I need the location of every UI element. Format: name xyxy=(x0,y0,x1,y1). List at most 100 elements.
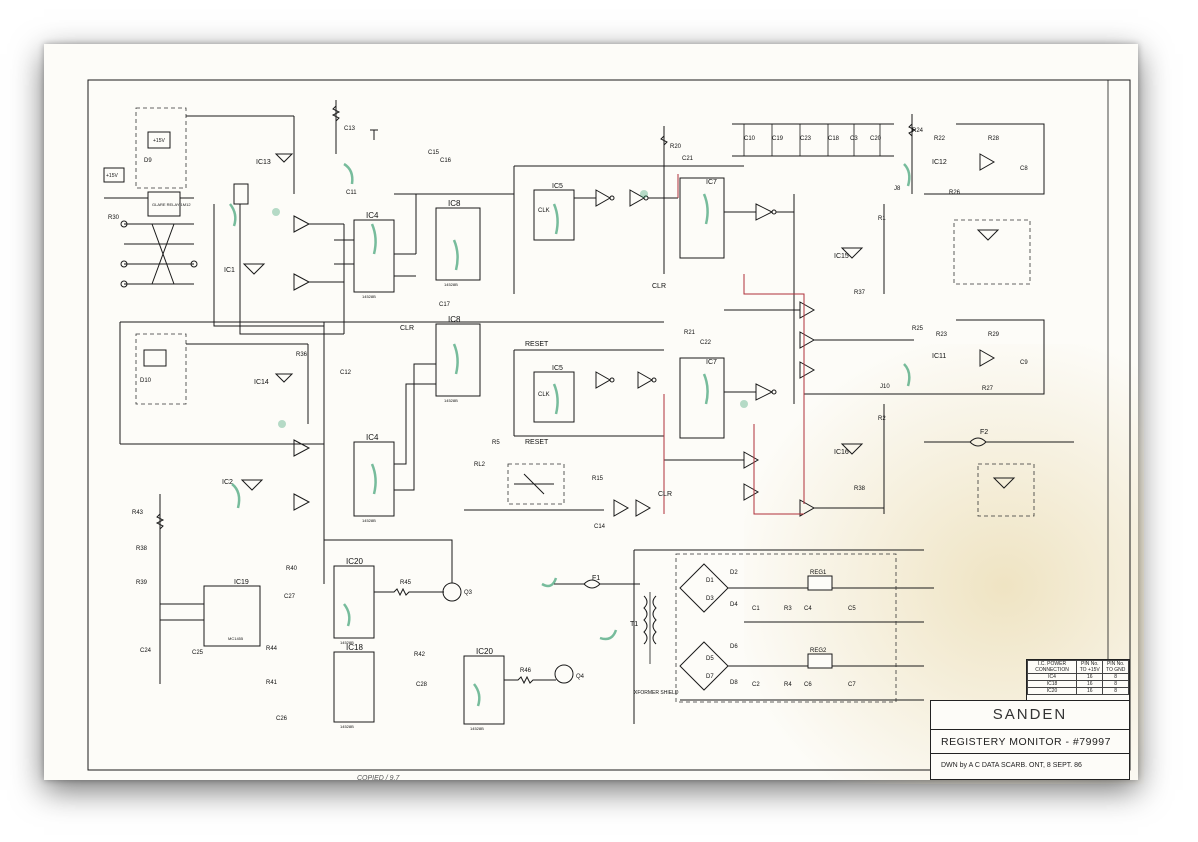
handwritten-note: COPIED / 9.7 xyxy=(357,775,400,782)
label-ic4-bottom: IC4 xyxy=(366,433,379,442)
label-r29: R29 xyxy=(988,332,1000,338)
label-c18: C18 xyxy=(828,136,840,142)
label-plus15: +15V xyxy=(153,138,165,144)
label-r4: R4 xyxy=(784,682,792,688)
label-r20: R20 xyxy=(670,144,682,150)
drawn-by: DWN by A C DATA SCARB. ONT, 8 SEPT. 86 xyxy=(941,762,1082,769)
pin-table-cell: 8 xyxy=(1102,687,1129,695)
label-ic8-bottom-part: 14528B xyxy=(444,398,458,403)
label-ic8-top: IC8 xyxy=(448,199,461,208)
ic4-bottom-box xyxy=(353,441,395,517)
label-ic1: IC1 xyxy=(224,267,235,274)
label-r22: R22 xyxy=(934,136,946,142)
label-c4: C4 xyxy=(804,606,812,612)
label-c28: C28 xyxy=(416,682,428,688)
label-d2: D2 xyxy=(730,570,738,576)
pin-table-cell: 16 xyxy=(1076,673,1104,681)
label-ic14: IC14 xyxy=(254,379,269,386)
ic20-bottom-box xyxy=(463,655,505,725)
drawing-border xyxy=(87,79,1131,771)
company-name: SANDEN xyxy=(931,701,1129,730)
label-c13: C13 xyxy=(344,126,356,132)
label-r40: R40 xyxy=(286,566,298,572)
label-r41: R41 xyxy=(266,680,278,686)
label-c6: C6 xyxy=(804,682,812,688)
relay-box-right-bottom xyxy=(977,463,1035,517)
label-xformer: XFORMER SHIELD xyxy=(634,690,679,696)
ic7-bottom-box xyxy=(679,357,725,439)
label-ic16: IC16 xyxy=(834,449,849,456)
label-c24: C24 xyxy=(140,648,152,654)
label-d4: D4 xyxy=(730,602,738,608)
ic19-box xyxy=(203,585,261,647)
label-ic20-bottom-part: 14528B xyxy=(470,726,484,731)
bridge-rectifier-top xyxy=(679,563,729,613)
ic18-box xyxy=(333,651,375,723)
label-ic18: IC18 xyxy=(346,643,363,652)
pin-table-cell: 8 xyxy=(1102,673,1129,681)
label-c25: C25 xyxy=(192,650,204,656)
label-c11: C11 xyxy=(346,190,357,196)
label-ic8-bottom: IC8 xyxy=(448,315,461,324)
pin-table-header-row: I.C. POWER CONNECTION PIN No. TO +15V PI… xyxy=(1026,660,1129,674)
pin-table-row: IC4 16 8 xyxy=(1026,673,1129,681)
pin-table-cell: 16 xyxy=(1076,680,1104,688)
label-c20: C20 xyxy=(870,136,882,142)
label-ic5-top: IC5 xyxy=(552,183,563,190)
label-r23: R23 xyxy=(936,332,948,338)
label-d5: D5 xyxy=(706,656,714,662)
label-r45: R45 xyxy=(400,580,412,586)
label-ic2: IC2 xyxy=(222,479,233,486)
label-d6: D6 xyxy=(730,644,738,650)
label-reset-2: RESET xyxy=(525,439,549,446)
reg2-box xyxy=(807,653,833,669)
label-ic7-bottom: IC7 xyxy=(706,359,717,366)
label-c1: C1 xyxy=(752,606,760,612)
label-r15: R15 xyxy=(592,476,604,482)
label-reset-1: RESET xyxy=(525,341,549,348)
pin-table-cell: IC20 xyxy=(1026,687,1078,695)
label-r1: R1 xyxy=(878,216,886,222)
pin-table-cell: 16 xyxy=(1076,687,1104,695)
pin-table-row: IC20 16 8 xyxy=(1026,687,1129,695)
relay-box-mid xyxy=(135,333,187,405)
label-c15: C15 xyxy=(428,150,440,156)
label-ic20-top: IC20 xyxy=(346,557,363,566)
label-c7: C7 xyxy=(848,682,856,688)
label-ic19-sub: MC1455 xyxy=(228,636,244,641)
ic5-bottom-box xyxy=(533,371,575,423)
label-r43: R43 xyxy=(132,510,144,516)
pin-table-cell: IC4 xyxy=(1026,673,1078,681)
pin-table-row: IC18 16 8 xyxy=(1026,680,1129,688)
label-r28: R28 xyxy=(988,136,1000,142)
label-r38-b: R38 xyxy=(136,546,148,552)
relay-box-top xyxy=(135,107,187,189)
label-c17: C17 xyxy=(439,302,451,308)
pin-table-cell: 8 xyxy=(1102,680,1129,688)
label-c21: C21 xyxy=(682,156,694,162)
label-d10: D10 xyxy=(140,378,152,384)
schematic-diagram: +15V D9 +15V R30 GLARE RELAY 1M12 IC13 I… xyxy=(87,79,1131,776)
label-c12: C12 xyxy=(340,370,352,376)
relay-box-right-top xyxy=(953,219,1031,285)
label-r37: R37 xyxy=(854,290,866,296)
label-ic11: IC11 xyxy=(932,353,946,360)
pin-table-header: I.C. POWER CONNECTION xyxy=(1026,660,1078,674)
label-ic4-top-part: 14528B xyxy=(362,294,376,299)
label-c26: C26 xyxy=(276,716,288,722)
label-d8: D8 xyxy=(730,680,738,686)
label-c10: C10 xyxy=(744,136,756,142)
label-reg1: REG1 xyxy=(810,570,827,576)
ic20-top-box xyxy=(333,565,375,639)
label-r25: R25 xyxy=(912,326,924,332)
power-supply-region xyxy=(675,553,897,703)
label-q4: Q4 xyxy=(576,674,585,680)
label-c14: C14 xyxy=(594,524,606,530)
label-ic19: IC19 xyxy=(234,579,249,586)
label-r2: R2 xyxy=(878,416,886,422)
label-ic20-top-part: 14528B xyxy=(340,640,354,645)
label-d1: D1 xyxy=(706,578,714,584)
label-c8: C8 xyxy=(1020,166,1028,172)
pin-table-header: PIN No. TO GND xyxy=(1102,660,1129,674)
label-c2: C2 xyxy=(752,682,760,688)
